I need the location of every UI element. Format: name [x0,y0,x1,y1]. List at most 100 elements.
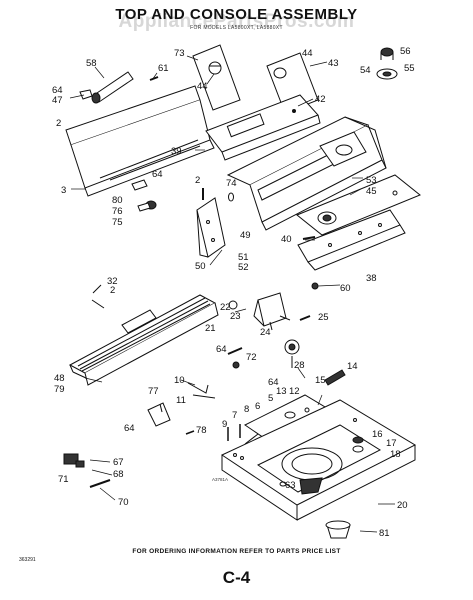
callout: 9 [222,419,227,430]
callout-labels: 58 64 47 2 61 73 44 44 43 56 54 55 42 39… [52,46,415,539]
callout: 8 [244,404,249,415]
callout: 18 [390,449,401,460]
part-72 [227,347,243,355]
callout: 11 [176,395,186,406]
part-20-top [220,399,417,521]
part-17-cap [352,436,364,453]
part-49-bracket [196,197,226,258]
part-56-knob [376,47,398,80]
part-78 [185,430,195,435]
callout: 75 [112,217,123,228]
callout: 70 [118,497,129,508]
part-63 [279,481,287,487]
callout: 80 [112,195,123,206]
callout: 47 [52,95,63,106]
callout: 68 [113,469,124,480]
callout: 49 [240,230,251,241]
callout: 45 [366,186,377,197]
callout: 44 [302,48,313,59]
callout: 44 [197,81,208,92]
callout: 23 [230,311,241,322]
callout: 5 [268,393,273,404]
part-48-grille [68,294,219,386]
part-28-knob [284,339,300,368]
callout: 2 [110,285,115,296]
callout: 60 [340,283,351,294]
callout: 64 [52,85,63,96]
callout: 3 [61,185,66,196]
document-number: 363291 [19,557,36,563]
part-67-block [63,453,111,488]
callout: 28 [294,360,305,371]
callout: 12 [289,386,300,397]
callout: 64 [268,377,279,388]
callout: 61 [158,63,169,74]
part-back-panel [65,85,215,197]
callout: 25 [318,312,329,323]
callout: 55 [404,63,415,74]
model-subtitle: FOR MODELS LA5800XT, LA5880XT [190,25,283,31]
callout: 72 [246,352,257,363]
callout: 51 [238,252,249,263]
part-81-foot [325,520,351,539]
part-43-bracket [266,52,319,114]
callout: 2 [56,118,61,129]
callout: 52 [238,262,249,273]
callout: 50 [195,261,206,272]
callout: 63 [285,480,296,491]
callout: 6 [255,401,260,412]
callout: 14 [347,361,358,372]
callout: 77 [148,386,159,397]
part-64 [232,361,240,369]
part-7-screw [227,424,241,441]
part-14 [324,369,346,386]
part-53-console [226,116,387,231]
callout: 79 [54,384,65,395]
part-58-tube [91,71,134,104]
part-10-lever [187,382,216,399]
figure-code: A3781A [212,477,229,482]
callout: 22 [220,302,231,313]
callout: 20 [397,500,408,511]
page-number: C-4 [222,568,251,587]
callout: 81 [379,528,390,539]
callout: 13 [276,386,287,397]
callout: 71 [58,474,69,485]
callout: 58 [86,58,97,69]
callout: 73 [174,48,185,59]
callout: 2 [195,175,200,186]
part-24-timer [228,292,291,331]
callout: 17 [386,438,397,449]
watermark: AppliancePartsPros.com [118,11,355,32]
ordering-note: FOR ORDERING INFORMATION REFER TO PARTS … [132,548,341,555]
part-42-panel [205,94,321,161]
part-40-screw [302,236,316,240]
callout: 67 [113,457,124,468]
part-45-panel [296,174,421,236]
part-73-bracket [192,44,241,111]
callout: 74 [226,178,237,189]
callout: 64 [124,423,135,434]
page-title: TOP AND CONSOLE ASSEMBLY [115,6,358,23]
callout: 76 [112,206,123,217]
callout: 39 [171,146,182,157]
part-74 [228,192,234,202]
callout: 16 [372,429,383,440]
callout: 43 [328,58,339,69]
callout: 78 [196,425,207,436]
part-47-bracket [79,89,93,100]
callout: 40 [281,234,292,245]
callout: 21 [205,323,216,334]
callout: 15 [315,375,326,386]
callout: 42 [315,94,326,105]
part-60-nut [311,282,319,290]
callout: 53 [366,175,377,186]
callout: 64 [152,169,163,180]
callout: 7 [232,410,237,421]
callout: 56 [400,46,411,57]
callout: 48 [54,373,65,384]
callout: 64 [216,344,227,355]
part-80-clip [131,179,157,212]
part-38-bracket [297,209,406,271]
